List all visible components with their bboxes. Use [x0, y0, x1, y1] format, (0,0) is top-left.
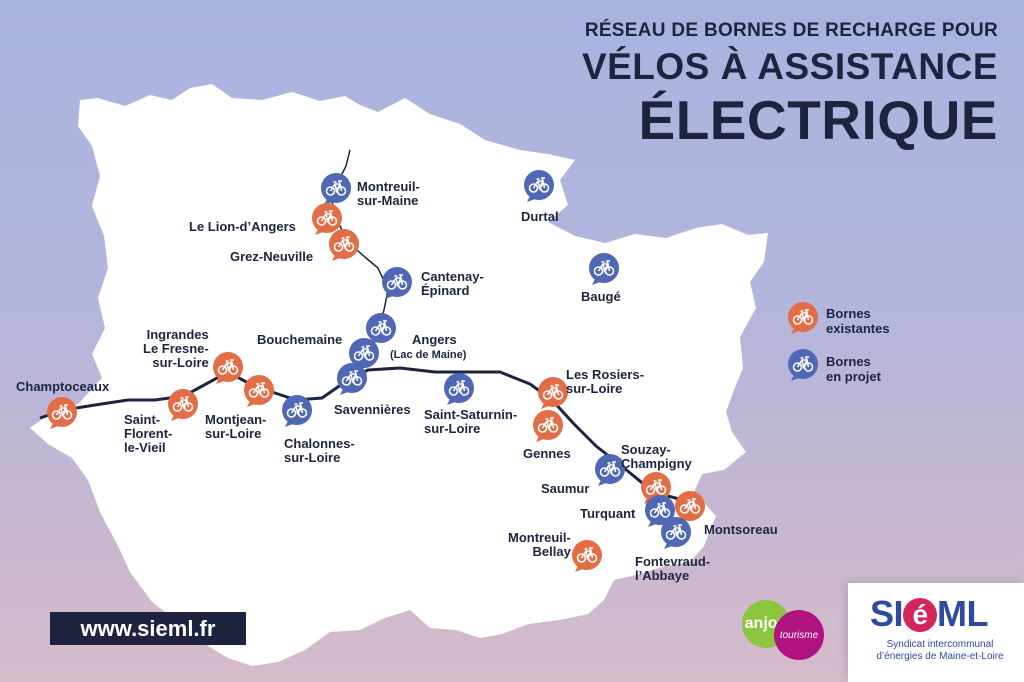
bicycle-icon [679, 498, 701, 514]
place-label-durtal: Durtal [521, 209, 559, 224]
place-label-les-rosiers-sur-loire: Les Rosiers- sur-Loire [566, 367, 645, 396]
tourisme-logo-text: tourisme [774, 610, 824, 660]
station-marker-existing [329, 229, 359, 261]
station-marker-planned [524, 170, 554, 202]
station-marker-existing [244, 375, 274, 407]
station-marker-existing [538, 377, 568, 409]
sieml-logo-e: é [903, 598, 938, 632]
bicycle-icon [386, 274, 408, 290]
place-label-montreuil-bellay: Montreuil- Bellay [508, 530, 571, 559]
place-label-bouchemaine: Bouchemaine [257, 332, 343, 347]
station-marker-planned [444, 373, 474, 405]
bicycle-icon [792, 356, 814, 372]
station-marker-existing [572, 540, 602, 572]
station-marker-planned [589, 253, 619, 285]
place-label-montjean-sur-loire: Montjean- sur-Loire [205, 412, 267, 441]
marker-layer [47, 170, 705, 572]
bicycle-icon [172, 396, 194, 412]
bicycle-icon [370, 320, 392, 336]
station-marker-planned [366, 313, 396, 345]
place-label-turquant: Turquant [580, 506, 636, 521]
bicycle-icon [333, 236, 355, 252]
station-marker-planned [382, 267, 412, 299]
place-label-lac-de-maine: (Lac de Maine) [390, 349, 467, 361]
place-label-bauge: Baugé [581, 289, 621, 304]
place-label-angers: Angers [412, 332, 457, 347]
bicycle-icon [286, 402, 308, 418]
title-line-1: VÉLOS À ASSISTANCE [581, 46, 998, 87]
place-label-saumur: Saumur [541, 481, 590, 496]
anjou-tourisme-logo: anjou tourisme [742, 596, 826, 660]
bicycle-icon [353, 345, 375, 361]
place-label-saint-florent-le-vieil: Saint- Florent- le-Vieil [124, 412, 173, 455]
place-label-grez-neuville: Grez-Neuville [230, 249, 314, 264]
place-label-montsoreau: Montsoreau [704, 522, 778, 537]
legend-marker-layer [788, 302, 818, 381]
place-label-montreuil-sur-maine: Montreuil- sur-Maine [357, 179, 420, 208]
sieml-logo-pre: SI [870, 593, 904, 634]
department-outline [30, 84, 768, 666]
website-link[interactable]: www.sieml.fr [50, 612, 246, 645]
bicycle-icon [325, 180, 347, 196]
place-label-cantenay-epinard: Cantenay- Épinard [421, 269, 484, 298]
bicycle-icon [665, 524, 687, 540]
station-marker-planned [645, 495, 675, 527]
station-marker-existing [675, 491, 705, 523]
bicycle-icon [537, 417, 559, 433]
bicycle-icon [542, 384, 564, 400]
place-label-souzay-champigny: Souzay- Champigny [621, 442, 692, 471]
title-small: RÉSEAU DE BORNES DE RECHARGE POUR [584, 20, 998, 41]
legend-planned-marker [788, 349, 818, 381]
place-label-champtoceaux: Champtoceaux [16, 379, 110, 394]
bicycle-icon [528, 177, 550, 193]
station-marker-existing [47, 397, 77, 429]
station-marker-planned [337, 363, 367, 395]
station-marker-existing [312, 203, 342, 235]
sieml-tagline: Syndicat intercommunal d’énergies de Mai… [876, 639, 1004, 662]
place-label-gennes: Gennes [523, 446, 571, 461]
bicycle-icon [593, 260, 615, 276]
bicycle-icon [217, 359, 239, 375]
legend-planned-label: Bornes en projet [826, 354, 881, 384]
legend-existing-label: Bornes existantes [826, 306, 890, 336]
bicycle-icon [316, 210, 338, 226]
bicycle-icon [448, 380, 470, 396]
station-marker-planned [595, 454, 625, 486]
station-marker-planned [282, 395, 312, 427]
bicycle-icon [792, 309, 814, 325]
place-label-le-lion-dangers: Le Lion-d’Angers [189, 219, 296, 234]
bicycle-icon [576, 547, 598, 563]
bicycle-icon [649, 502, 671, 518]
place-label-ingrandes: Ingrandes Le Fresne- sur-Loire [143, 327, 209, 370]
bicycle-icon [645, 479, 667, 495]
sieml-logo-post: ML [937, 593, 988, 634]
station-marker-planned [661, 517, 691, 549]
legend-existing-marker [788, 302, 818, 334]
place-label-savennieres: Savennières [334, 402, 411, 417]
place-label-fontevraud-labbaye: Fontevraud- l’Abbaye [635, 554, 711, 583]
place-label-chalonnes-sur-loire: Chalonnes- sur-Loire [284, 436, 355, 465]
bicycle-icon [248, 382, 270, 398]
bicycle-icon [599, 461, 621, 477]
bicycle-icon [341, 370, 363, 386]
station-marker-existing [533, 410, 563, 442]
station-marker-existing [168, 389, 198, 421]
place-label-saint-saturnin-sur-loire: Saint-Saturnin- sur-Loire [424, 407, 518, 436]
bicycle-icon [51, 404, 73, 420]
title-line-2: ÉLECTRIQUE [638, 89, 998, 151]
station-marker-existing [213, 352, 243, 384]
